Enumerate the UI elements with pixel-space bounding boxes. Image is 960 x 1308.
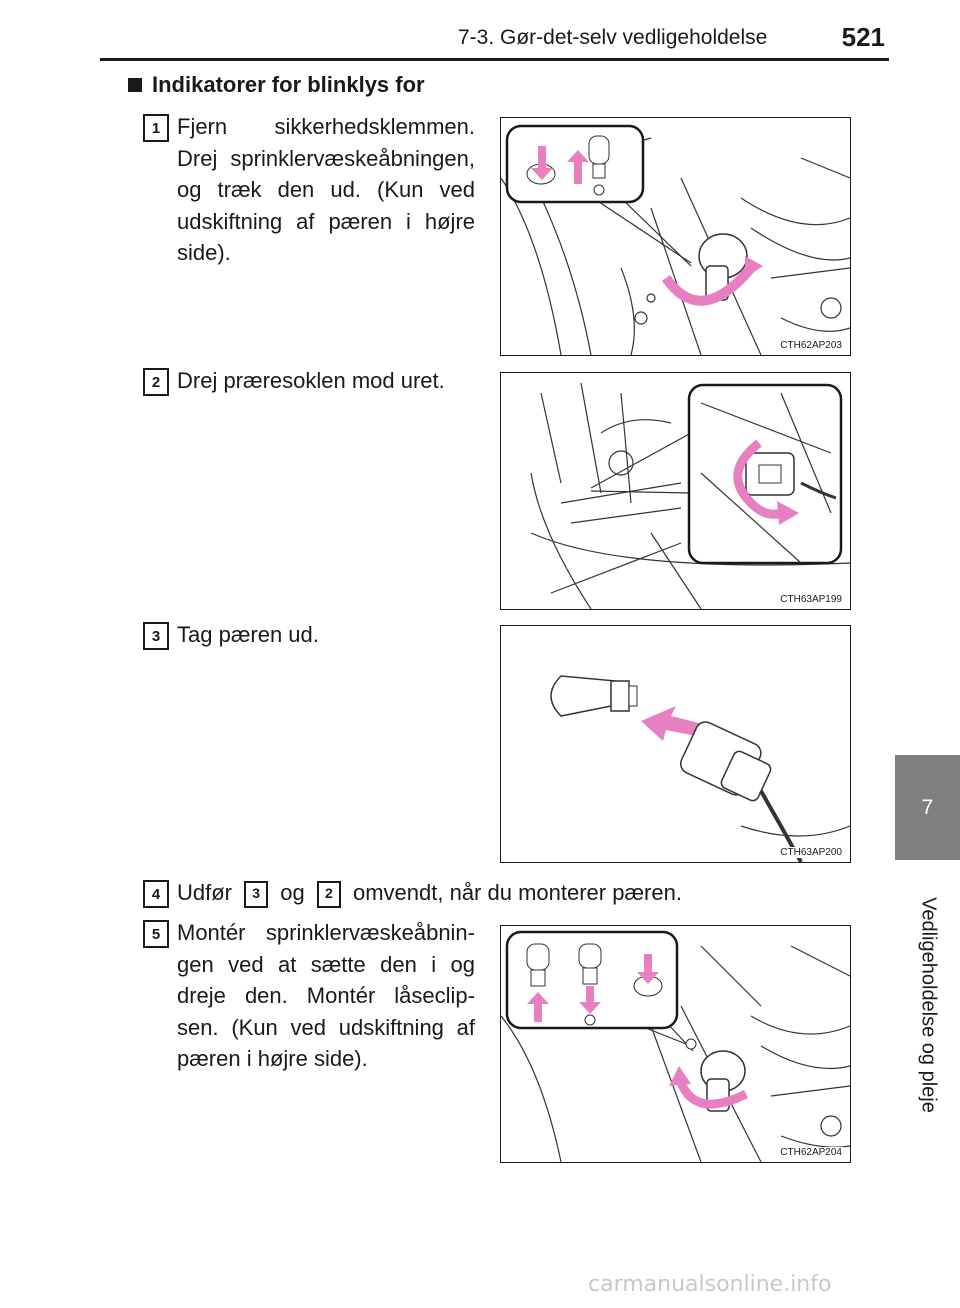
step-text-5: Montér sprinklervæskeåbnin-gen ved at sæ… [177,920,475,1071]
step-text-3: Tag pæren ud. [177,622,319,647]
bulb-removal-illustration [550,675,850,862]
step-text-1: Fjern sikkerhedsklemmen. Drej sprinklerv… [177,114,475,265]
clip-removal-illustration [501,124,850,355]
header-rule [100,58,889,61]
bulb-socket-turn-illustration [530,382,850,609]
step-number-3: 3 [143,622,169,650]
chapter-label: Vedligeholdelse og pleje [895,860,960,1150]
figure-code-1: CTH62AP203 [778,340,844,351]
figure-step-1: CTH62AP203 [500,117,851,356]
watermark: carmanualsonline.info [588,1272,832,1297]
step-number-1: 1 [143,114,169,142]
figure-step-5: CTH62AP204 [500,925,851,1163]
step-ref-2: 2 [316,880,341,908]
clip-install-illustration [501,930,850,1162]
step-4-text-middle: og [280,880,305,905]
chapter-tab[interactable]: 7 [895,755,960,860]
step-number-5: 5 [143,920,169,948]
step-ref-3: 3 [244,880,269,908]
step-number-2: 2 [143,368,169,396]
section-heading: Indikatorer for blinklys for [128,72,425,98]
figure-step-2: CTH63AP199 [500,372,851,610]
figure-code-3: CTH63AP200 [778,847,844,858]
chapter-label-text: Vedligeholdelse og pleje [917,897,939,1113]
square-bullet-icon [128,78,142,92]
page-header: 7-3. Gør-det-selv vedligeholdelse 521 [100,0,889,62]
figure-code-2: CTH63AP199 [778,594,844,605]
chapter-number: 7 [921,795,934,819]
step-text-4: Udfør 3 og 2 omvendt, når du monterer pæ… [177,877,877,909]
step-number-4: 4 [143,880,169,908]
figure-code-5: CTH62AP204 [778,1147,844,1158]
section-heading-text: Indikatorer for blinklys for [152,72,425,97]
figure-step-3: CTH63AP200 [500,625,851,863]
section-title: 7-3. Gør-det-selv vedligeholdelse [458,26,768,49]
step-text-2: Drej præresoklen mod uret. [177,368,445,393]
step-4-text-before: Udfør [177,880,232,905]
step-4-text-after: omvendt, når du monterer pæren. [352,880,682,905]
page-number: 521 [841,22,885,52]
